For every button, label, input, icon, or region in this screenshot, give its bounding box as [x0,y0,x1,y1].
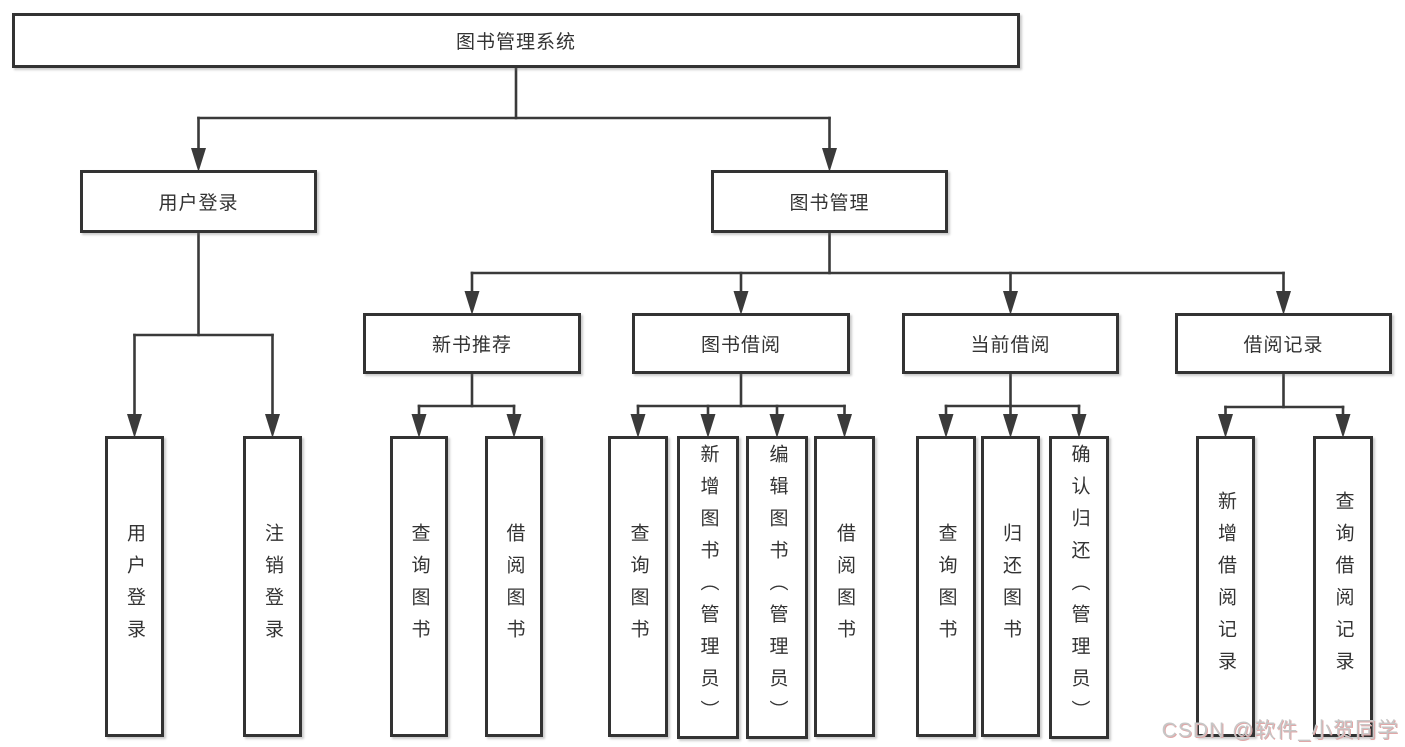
node-leaf-records-query: 查询借阅记录 [1313,436,1373,737]
node-book-mgmt: 图书管理 [711,170,948,233]
node-leaf-borrow-add: 新增图书（管理员） [677,436,739,739]
node-leaf-borrow-query: 查询图书 [608,436,668,737]
node-leaf-current-return: 归还图书 [981,436,1040,737]
node-leaf-current-query: 查询图书 [916,436,976,737]
node-leaf-borrow-edit: 编辑图书（管理员） [746,436,808,739]
node-current-borrow: 当前借阅 [902,313,1119,374]
node-leaf-newbook-borrow: 借阅图书 [485,436,543,737]
node-root: 图书管理系统 [12,13,1020,68]
node-leaf-user-login: 用户登录 [105,436,164,737]
node-book-borrow: 图书借阅 [632,313,850,374]
node-user-login: 用户登录 [80,170,317,233]
node-borrow-records: 借阅记录 [1175,313,1392,374]
node-leaf-records-add: 新增借阅记录 [1196,436,1255,737]
node-leaf-current-confirm: 确认归还（管理员） [1049,436,1109,739]
watermark: CSDN @软件_小贺同学 [1161,719,1399,742]
node-leaf-newbook-query: 查询图书 [390,436,448,737]
node-new-books: 新书推荐 [363,313,581,374]
node-leaf-borrow-borrow: 借阅图书 [814,436,875,737]
node-leaf-logout: 注销登录 [243,436,302,737]
